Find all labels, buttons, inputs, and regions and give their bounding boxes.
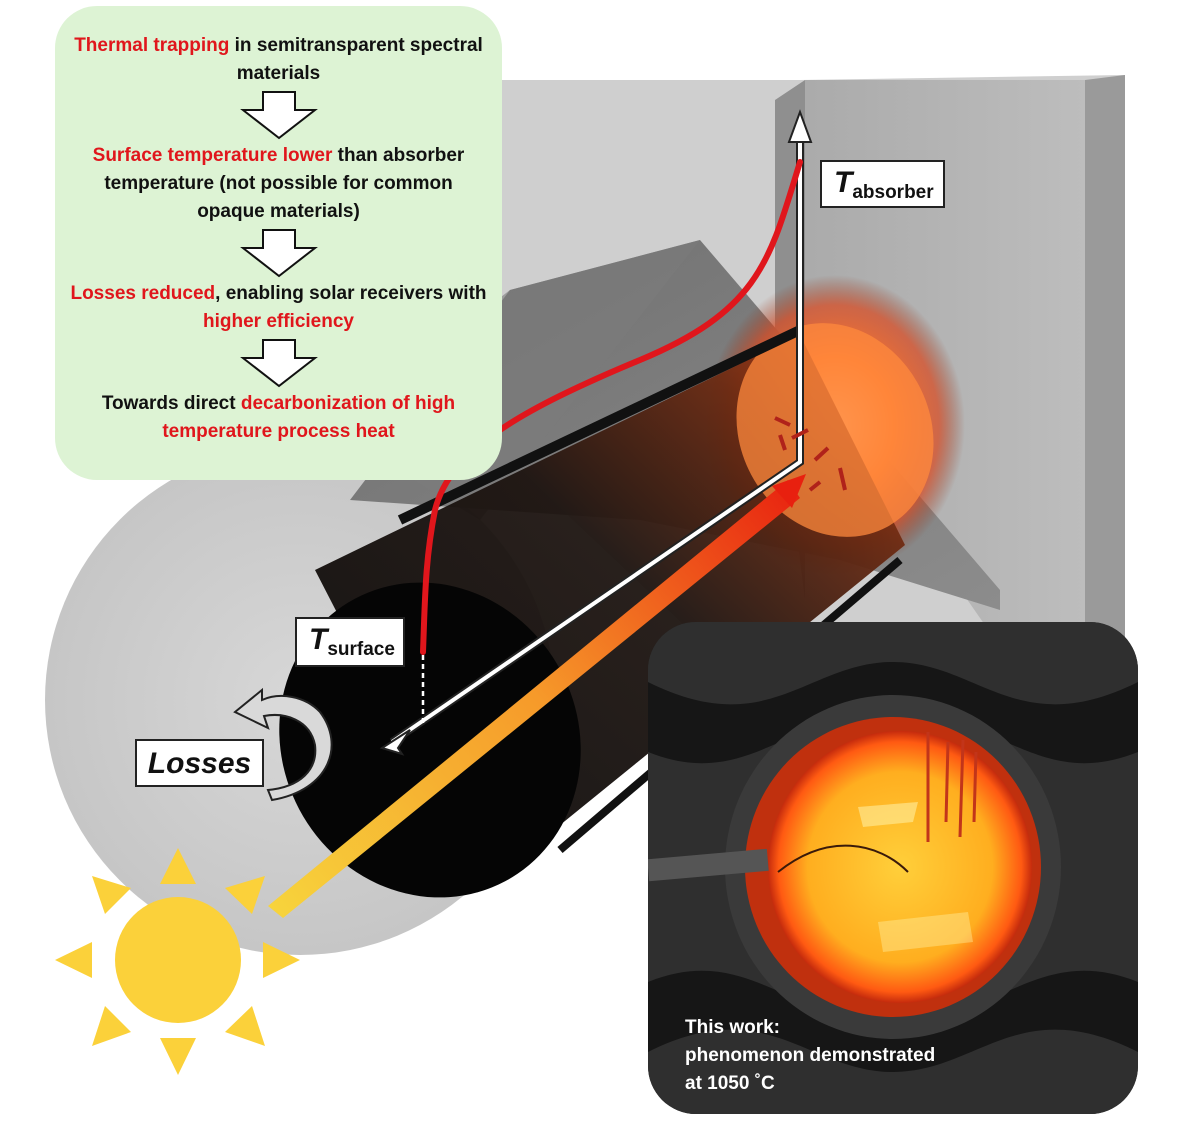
photo-caption-line-3: at 1050 ˚C bbox=[685, 1073, 775, 1094]
flow-step-2-text: than absorber temperature (not possible … bbox=[104, 145, 465, 222]
emission-arrows bbox=[774, 416, 847, 492]
photo-caption: This work: phenomenon demonstrated at 10… bbox=[685, 1014, 1105, 1098]
flow-step-2-highlight: Surface temperature lower bbox=[92, 145, 333, 166]
flow-step-4-text: Towards direct bbox=[101, 393, 241, 414]
down-arrow-icon bbox=[239, 339, 318, 388]
losses-arrow bbox=[233, 687, 333, 802]
flow-step-3-text: , enabling solar receivers with bbox=[215, 283, 487, 304]
flow-step-1-text: in semitransparent spectral materials bbox=[229, 35, 483, 84]
absorber-temperature-label: Tabsorber bbox=[820, 160, 945, 208]
temperature-arrow bbox=[379, 109, 813, 756]
flow-step-3-highlight-1: Losses reduced bbox=[70, 283, 216, 304]
photo-caption-line-2: phenomenon demonstrated bbox=[685, 1045, 936, 1066]
furnace-photo-drawing bbox=[648, 622, 1138, 1114]
experiment-photo: This work: phenomenon demonstrated at 10… bbox=[648, 622, 1138, 1114]
flow-step-1-highlight: Thermal trapping bbox=[74, 35, 230, 56]
photo-caption-line-1: This work: bbox=[685, 1017, 781, 1038]
solar-beam bbox=[268, 480, 800, 918]
flow-step-1: Thermal trapping in semitransparent spec… bbox=[69, 32, 488, 88]
flow-step-4: Towards direct decarbonization of high t… bbox=[69, 390, 488, 446]
flow-step-3: Losses reduced, enabling solar receivers… bbox=[69, 280, 488, 336]
surface-T-symbol: T bbox=[309, 623, 328, 656]
temperature-profile-curve bbox=[420, 159, 803, 655]
flow-step-3-highlight-2: higher efficiency bbox=[203, 311, 354, 332]
losses-label: Losses bbox=[135, 739, 264, 787]
flow-step-2: Surface temperature lower than absorber … bbox=[69, 142, 488, 226]
surface-temperature-label: Tsurface bbox=[295, 617, 405, 667]
surface-subscript: surface bbox=[327, 639, 395, 660]
down-arrow-icon bbox=[239, 229, 318, 278]
down-arrow-icon bbox=[239, 91, 318, 140]
flow-step-4-highlight: decarbonization of high temperature proc… bbox=[162, 393, 456, 442]
absorber-subscript: absorber bbox=[852, 182, 934, 203]
absorber-T-symbol: T bbox=[834, 166, 853, 199]
solar-beam-head bbox=[772, 474, 806, 508]
sun-icon bbox=[55, 848, 300, 1075]
summary-flow-box: Thermal trapping in semitransparent spec… bbox=[55, 6, 502, 480]
